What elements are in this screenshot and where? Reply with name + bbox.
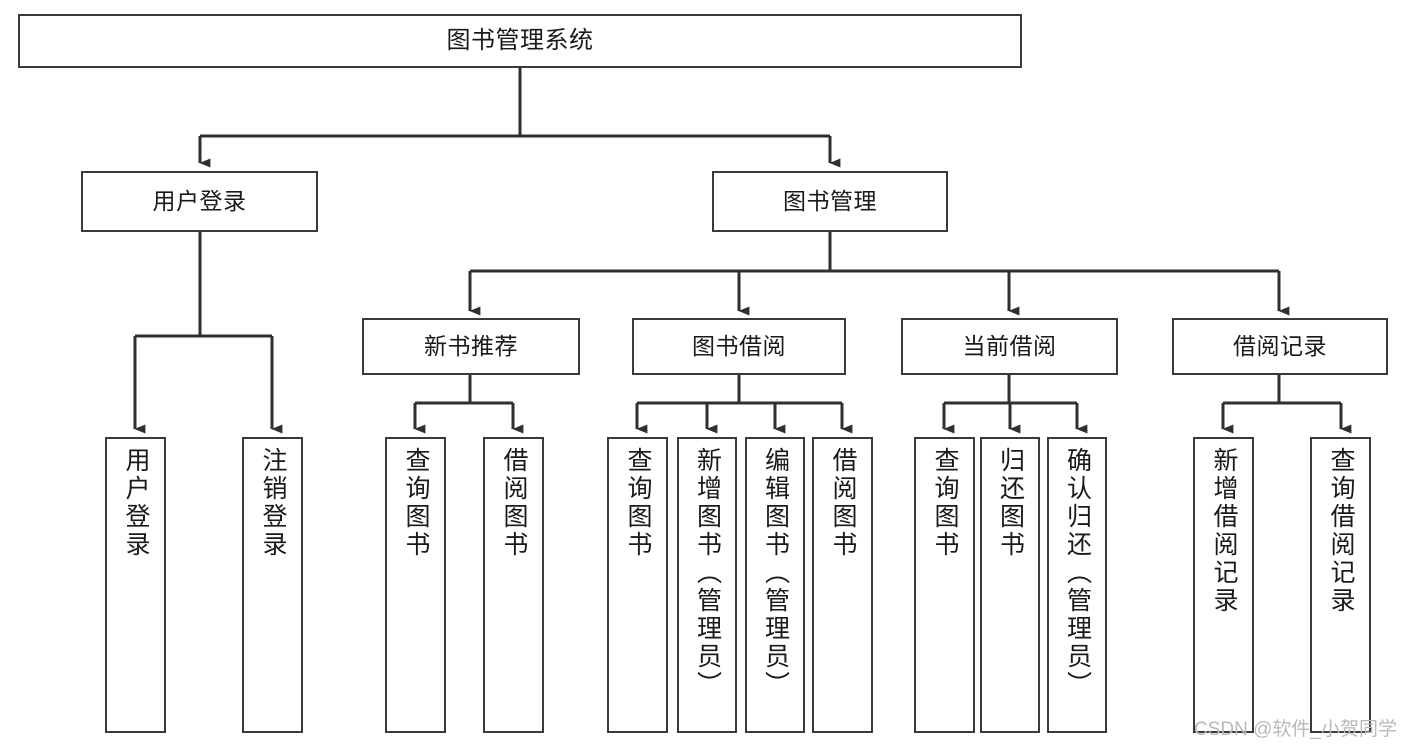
node-label: 图书借阅 xyxy=(692,332,786,359)
node-label: 查询图书 xyxy=(402,447,430,559)
leaf-user-login[interactable]: 用户登录 xyxy=(105,437,166,733)
node-label: 确认归还（管理员） xyxy=(1063,447,1092,699)
node-label: 借阅图书 xyxy=(829,447,857,559)
node-label: 新增借阅记录 xyxy=(1210,447,1238,615)
node-borrow-record[interactable]: 借阅记录 xyxy=(1172,318,1388,375)
csdn-watermark: CSDN @软件_小贺同学 xyxy=(1194,719,1397,740)
node-label: 查询借阅记录 xyxy=(1327,447,1355,615)
node-label: 注销登录 xyxy=(259,447,287,559)
node-book-borrow[interactable]: 图书借阅 xyxy=(632,318,846,375)
leaf-add-book-admin[interactable]: 新增图书（管理员） xyxy=(677,437,737,733)
leaf-query-book-borrow[interactable]: 查询图书 xyxy=(607,437,668,733)
leaf-query-book-current[interactable]: 查询图书 xyxy=(914,437,975,733)
node-label: 借阅图书 xyxy=(500,447,528,559)
node-label: 新增图书（管理员） xyxy=(693,447,722,699)
leaf-user-logout[interactable]: 注销登录 xyxy=(242,437,303,733)
node-label: 查询图书 xyxy=(931,447,959,559)
node-label: 图书管理系统 xyxy=(446,26,594,54)
leaf-borrow-book-borrow[interactable]: 借阅图书 xyxy=(812,437,873,733)
leaf-borrow-book-recommend[interactable]: 借阅图书 xyxy=(483,437,544,733)
node-book-management-system[interactable]: 图书管理系统 xyxy=(18,14,1022,68)
leaf-query-borrow-record[interactable]: 查询借阅记录 xyxy=(1310,437,1371,733)
node-label: 用户登录 xyxy=(152,187,247,214)
node-label: 新书推荐 xyxy=(424,332,518,359)
node-label: 图书管理 xyxy=(783,187,877,214)
node-user-login[interactable]: 用户登录 xyxy=(81,171,318,232)
node-label: 编辑图书（管理员） xyxy=(761,447,790,699)
node-current-borrow[interactable]: 当前借阅 xyxy=(901,318,1118,375)
leaf-confirm-return-admin[interactable]: 确认归还（管理员） xyxy=(1047,437,1107,733)
node-new-book-recommend[interactable]: 新书推荐 xyxy=(362,318,580,375)
node-label: 归还图书 xyxy=(996,447,1025,559)
node-label: 借阅记录 xyxy=(1233,332,1327,359)
leaf-edit-book-admin[interactable]: 编辑图书（管理员） xyxy=(745,437,805,733)
leaf-add-borrow-record[interactable]: 新增借阅记录 xyxy=(1193,437,1254,733)
node-book-manage[interactable]: 图书管理 xyxy=(712,171,948,232)
leaf-return-book[interactable]: 归还图书 xyxy=(980,437,1040,733)
node-label: 当前借阅 xyxy=(962,332,1057,359)
node-label: 用户登录 xyxy=(122,447,150,559)
node-label: 查询图书 xyxy=(624,447,652,559)
leaf-query-book-recommend[interactable]: 查询图书 xyxy=(385,437,446,733)
